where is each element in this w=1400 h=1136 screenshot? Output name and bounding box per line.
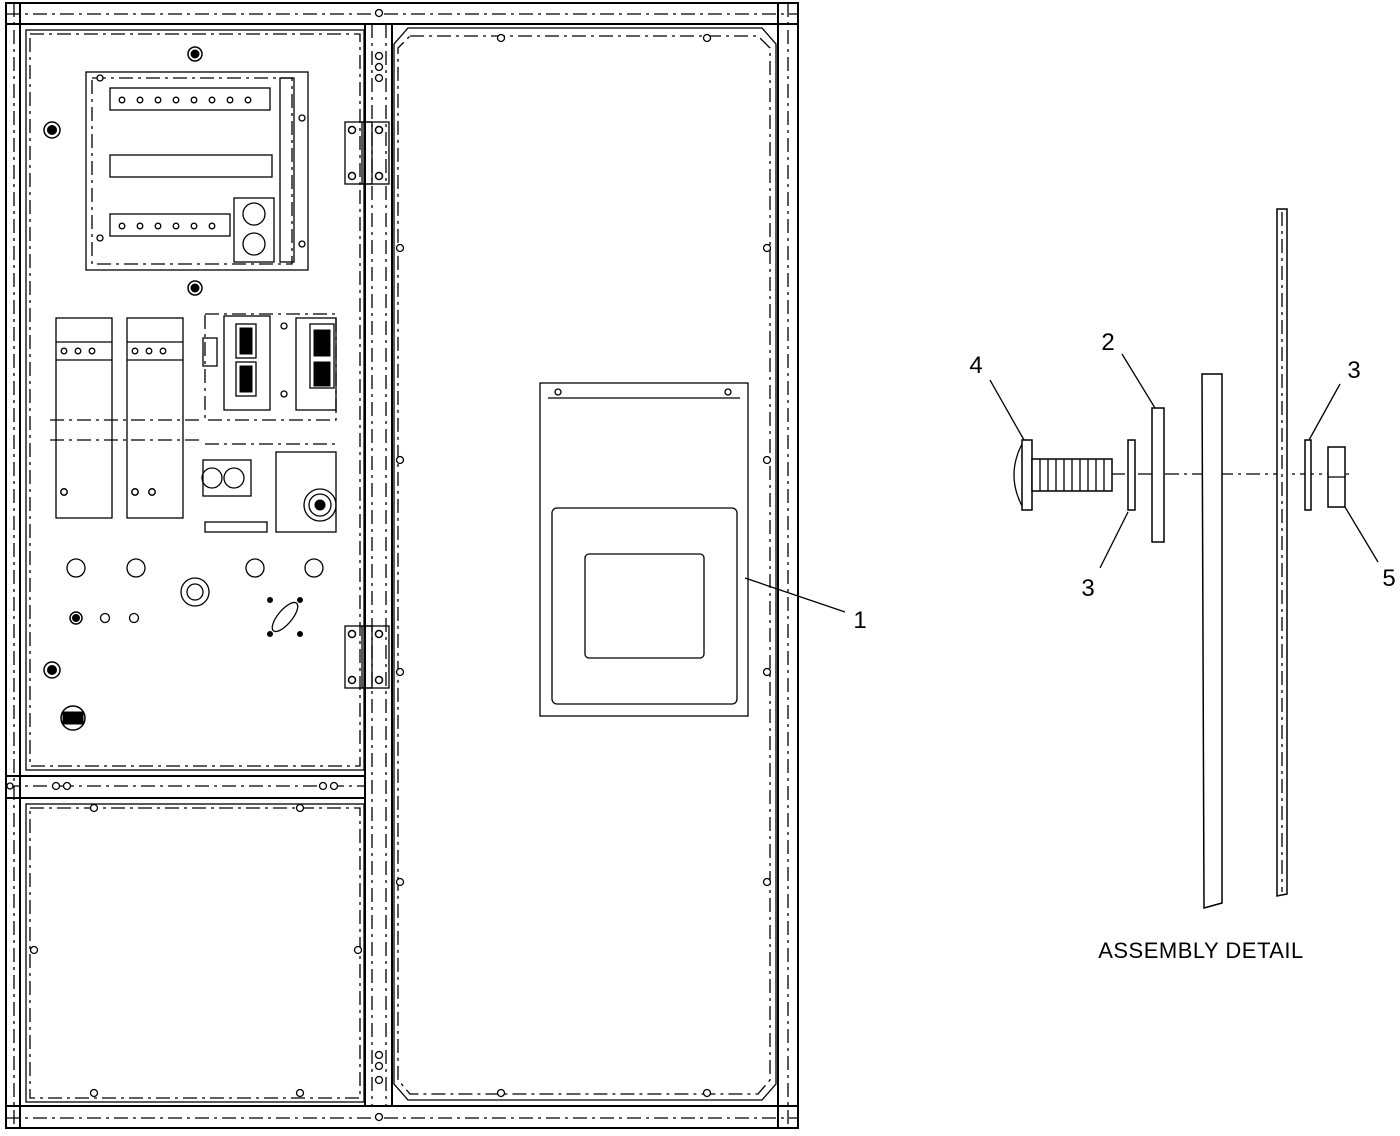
breaker-modules <box>50 317 218 519</box>
hinge-lower <box>344 625 390 689</box>
hinge-upper <box>344 121 390 185</box>
door-panel <box>393 27 777 1101</box>
left-lower-panel <box>25 803 365 1103</box>
connector-modules <box>201 313 337 533</box>
callout-5: 5 <box>1382 565 1395 592</box>
assembly-detail: 4 2 3 3 5 ASSEMBLY DETAIL <box>969 208 1396 963</box>
assembly-detail-caption: ASSEMBLY DETAIL <box>1098 938 1304 963</box>
callout-4: 4 <box>969 352 982 379</box>
cabinet-frame <box>5 2 799 1129</box>
display-window <box>539 382 749 717</box>
left-control-panel <box>25 29 365 771</box>
switch-cutouts <box>60 558 324 731</box>
callout-1: 1 <box>853 607 866 634</box>
callout-3-left: 3 <box>1081 575 1094 602</box>
callout-3-right: 3 <box>1347 357 1360 384</box>
terminal-board <box>85 46 309 296</box>
callout-2: 2 <box>1101 329 1114 356</box>
